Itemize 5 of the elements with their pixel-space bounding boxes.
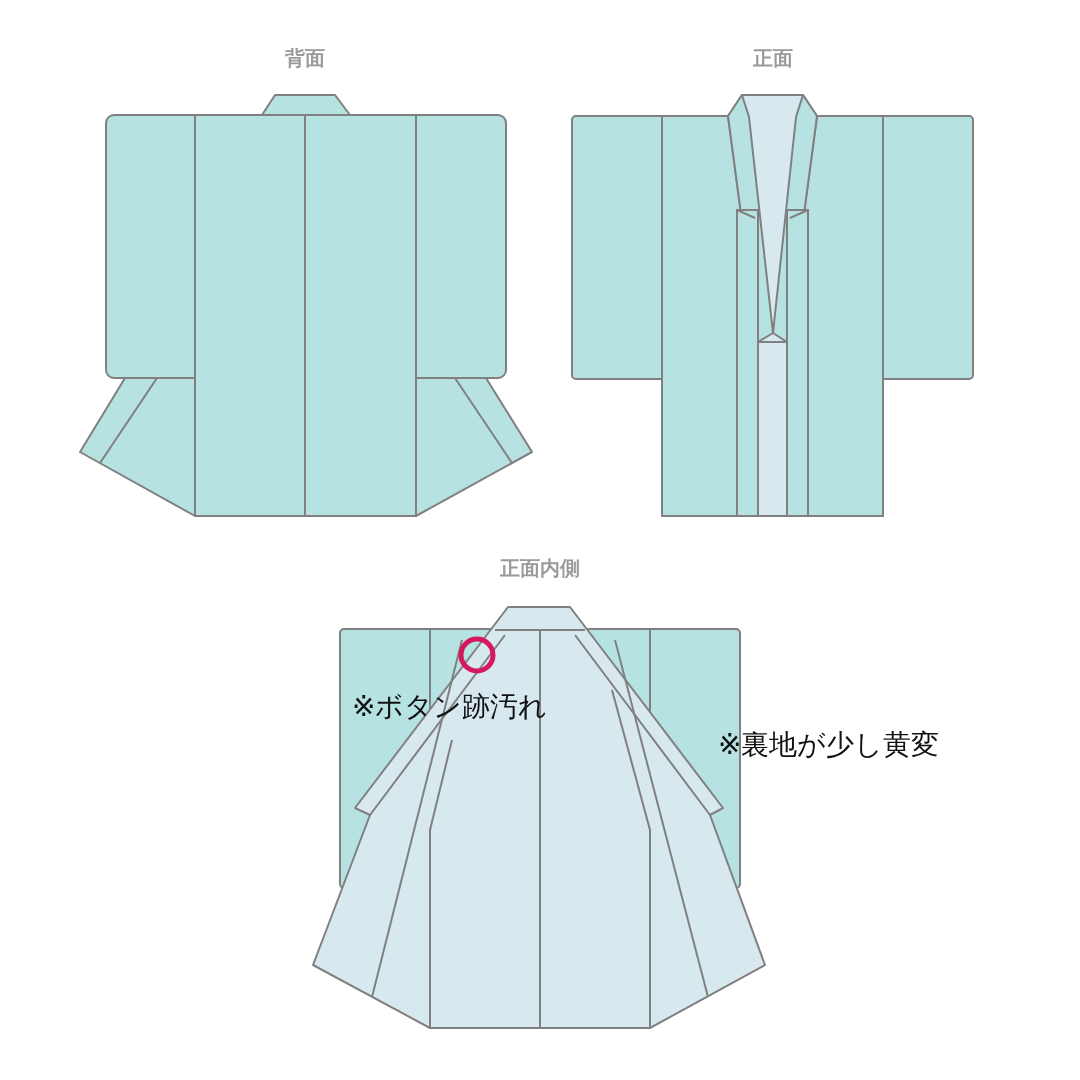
note-text: ※ボタン跡汚れ xyxy=(352,689,548,725)
panel-heading: 正面内側 xyxy=(499,555,581,582)
note-text: ※裏地が少し黄変 xyxy=(718,727,940,763)
panel-heading: 背面 xyxy=(284,45,326,72)
panel-heading: 正面 xyxy=(751,45,794,72)
